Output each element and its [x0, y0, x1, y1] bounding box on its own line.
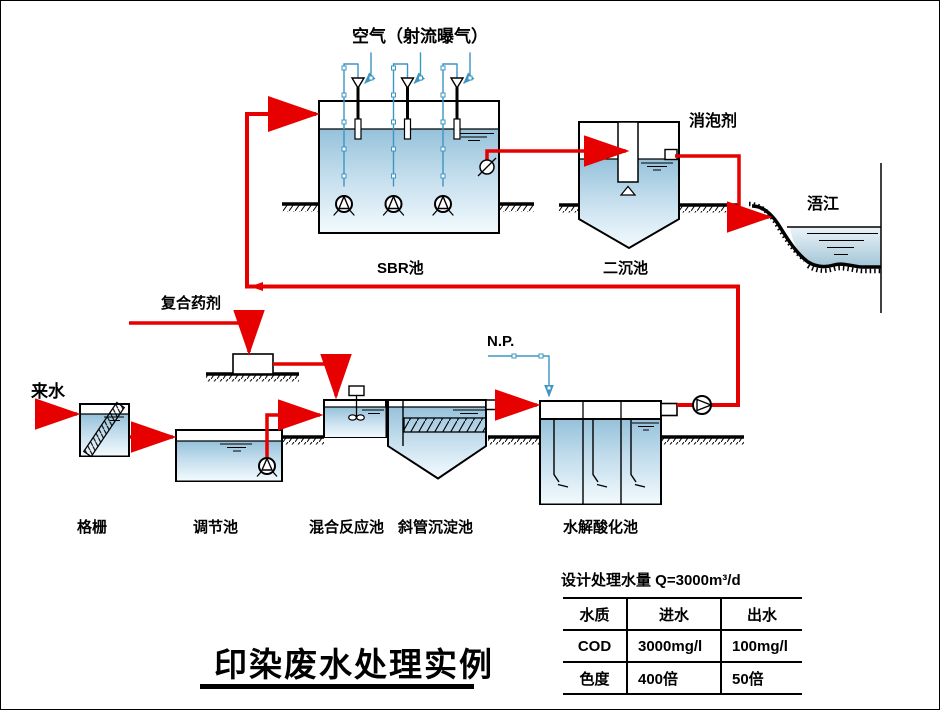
table-row: 色度 400倍 50倍	[563, 662, 802, 694]
design-flow-caption: 设计处理水量 Q=3000m³/d	[561, 572, 741, 589]
table-cell: 3000mg/l	[626, 630, 722, 663]
jet-aerators	[333, 52, 475, 216]
hydrolysis-acidification-tank	[539, 400, 678, 505]
water-surface-icon	[453, 409, 485, 414]
clarifier-to-river-pipe	[675, 154, 773, 233]
table-cell: 400倍	[626, 662, 722, 694]
air-jet-aeration-label: 空气（射流曝气）	[352, 27, 488, 46]
down-pipe	[592, 419, 608, 488]
inclined-settler-label: 斜管沉淀池	[398, 519, 474, 536]
table-cell: 100mg/l	[721, 630, 802, 663]
header-cell: 进水	[626, 598, 722, 631]
table-cell: 50倍	[732, 670, 764, 688]
bar-screen-label: 格栅	[77, 519, 108, 536]
table-cell: COD	[563, 630, 627, 663]
water-surface-icon	[641, 162, 673, 171]
aerator-unit	[382, 52, 426, 216]
secondary-clarifier-label: 二沉池	[603, 260, 649, 277]
aerator-unit	[333, 52, 376, 216]
np-dosing-line	[488, 353, 554, 398]
down-pipe	[553, 419, 569, 488]
table-header-row: 水质 进水 出水	[563, 598, 802, 631]
valve-icon	[477, 157, 497, 177]
river-label: 浯江	[807, 196, 840, 213]
diagram-title: 印染废水处理实例	[214, 646, 494, 683]
outlet-box	[485, 399, 498, 411]
flow-arrow-icon	[250, 282, 263, 291]
outlet-box	[660, 402, 678, 417]
pump-icon	[333, 194, 355, 216]
regulating-tank-label: 调节池	[193, 519, 239, 536]
water-surface-icon	[632, 422, 659, 431]
np-label: N.P.	[487, 333, 515, 350]
ground-lines	[206, 202, 744, 445]
chemical-dosing-pipe	[273, 354, 352, 400]
river-section	[748, 163, 882, 313]
influent-label: 来水	[31, 382, 65, 401]
pump-icon	[432, 194, 454, 216]
chemical-dosing-tank	[232, 353, 274, 375]
hydrolysis-tank-label: 水解酸化池	[563, 519, 639, 536]
mixing-tank-label: 混合反应池	[309, 519, 385, 536]
hydrolysis-to-sbr-pipe	[245, 96, 740, 407]
bar-screen-icon	[82, 401, 126, 458]
header-cell: 水质	[563, 598, 627, 631]
mixing-reaction-tank	[323, 385, 387, 438]
water-surface-icon	[220, 443, 252, 452]
sludge-marker-icon	[619, 185, 637, 196]
jet-nozzle-icon	[449, 77, 465, 90]
jet-nozzle-icon	[400, 77, 415, 90]
water-surface-icon	[362, 409, 384, 414]
pump-icon	[382, 194, 405, 216]
water-quality-table: 水质 进水 出水 COD 3000mg/l 100mg/l 色度 400倍 50…	[563, 597, 802, 695]
secondary-clarifier	[578, 121, 680, 250]
chemical-feed-pipe	[129, 310, 265, 356]
table-cell: 色度	[579, 670, 610, 688]
compound-agent-label: 复合药剂	[161, 295, 222, 312]
inclined-tube-settler	[387, 399, 498, 480]
table-row: COD 3000mg/l 100mg/l	[563, 630, 802, 663]
sbr-tank-label: SBR池	[377, 260, 424, 277]
bar-screen-tank	[79, 401, 130, 458]
defoamer-label: 消泡剂	[689, 113, 738, 130]
regulating-tank	[175, 429, 283, 482]
header-cell: 出水	[721, 598, 802, 631]
pump-icon	[256, 456, 278, 477]
down-pipe	[630, 419, 646, 488]
aerator-unit	[432, 52, 475, 216]
title-underline	[200, 684, 474, 689]
regulating-pump-pipe	[265, 399, 324, 457]
inclined-tube-module	[403, 417, 487, 433]
water-surface-icon	[454, 133, 494, 141]
discharge-pump-icon	[692, 395, 713, 415]
jet-nozzle-icon	[350, 77, 366, 90]
